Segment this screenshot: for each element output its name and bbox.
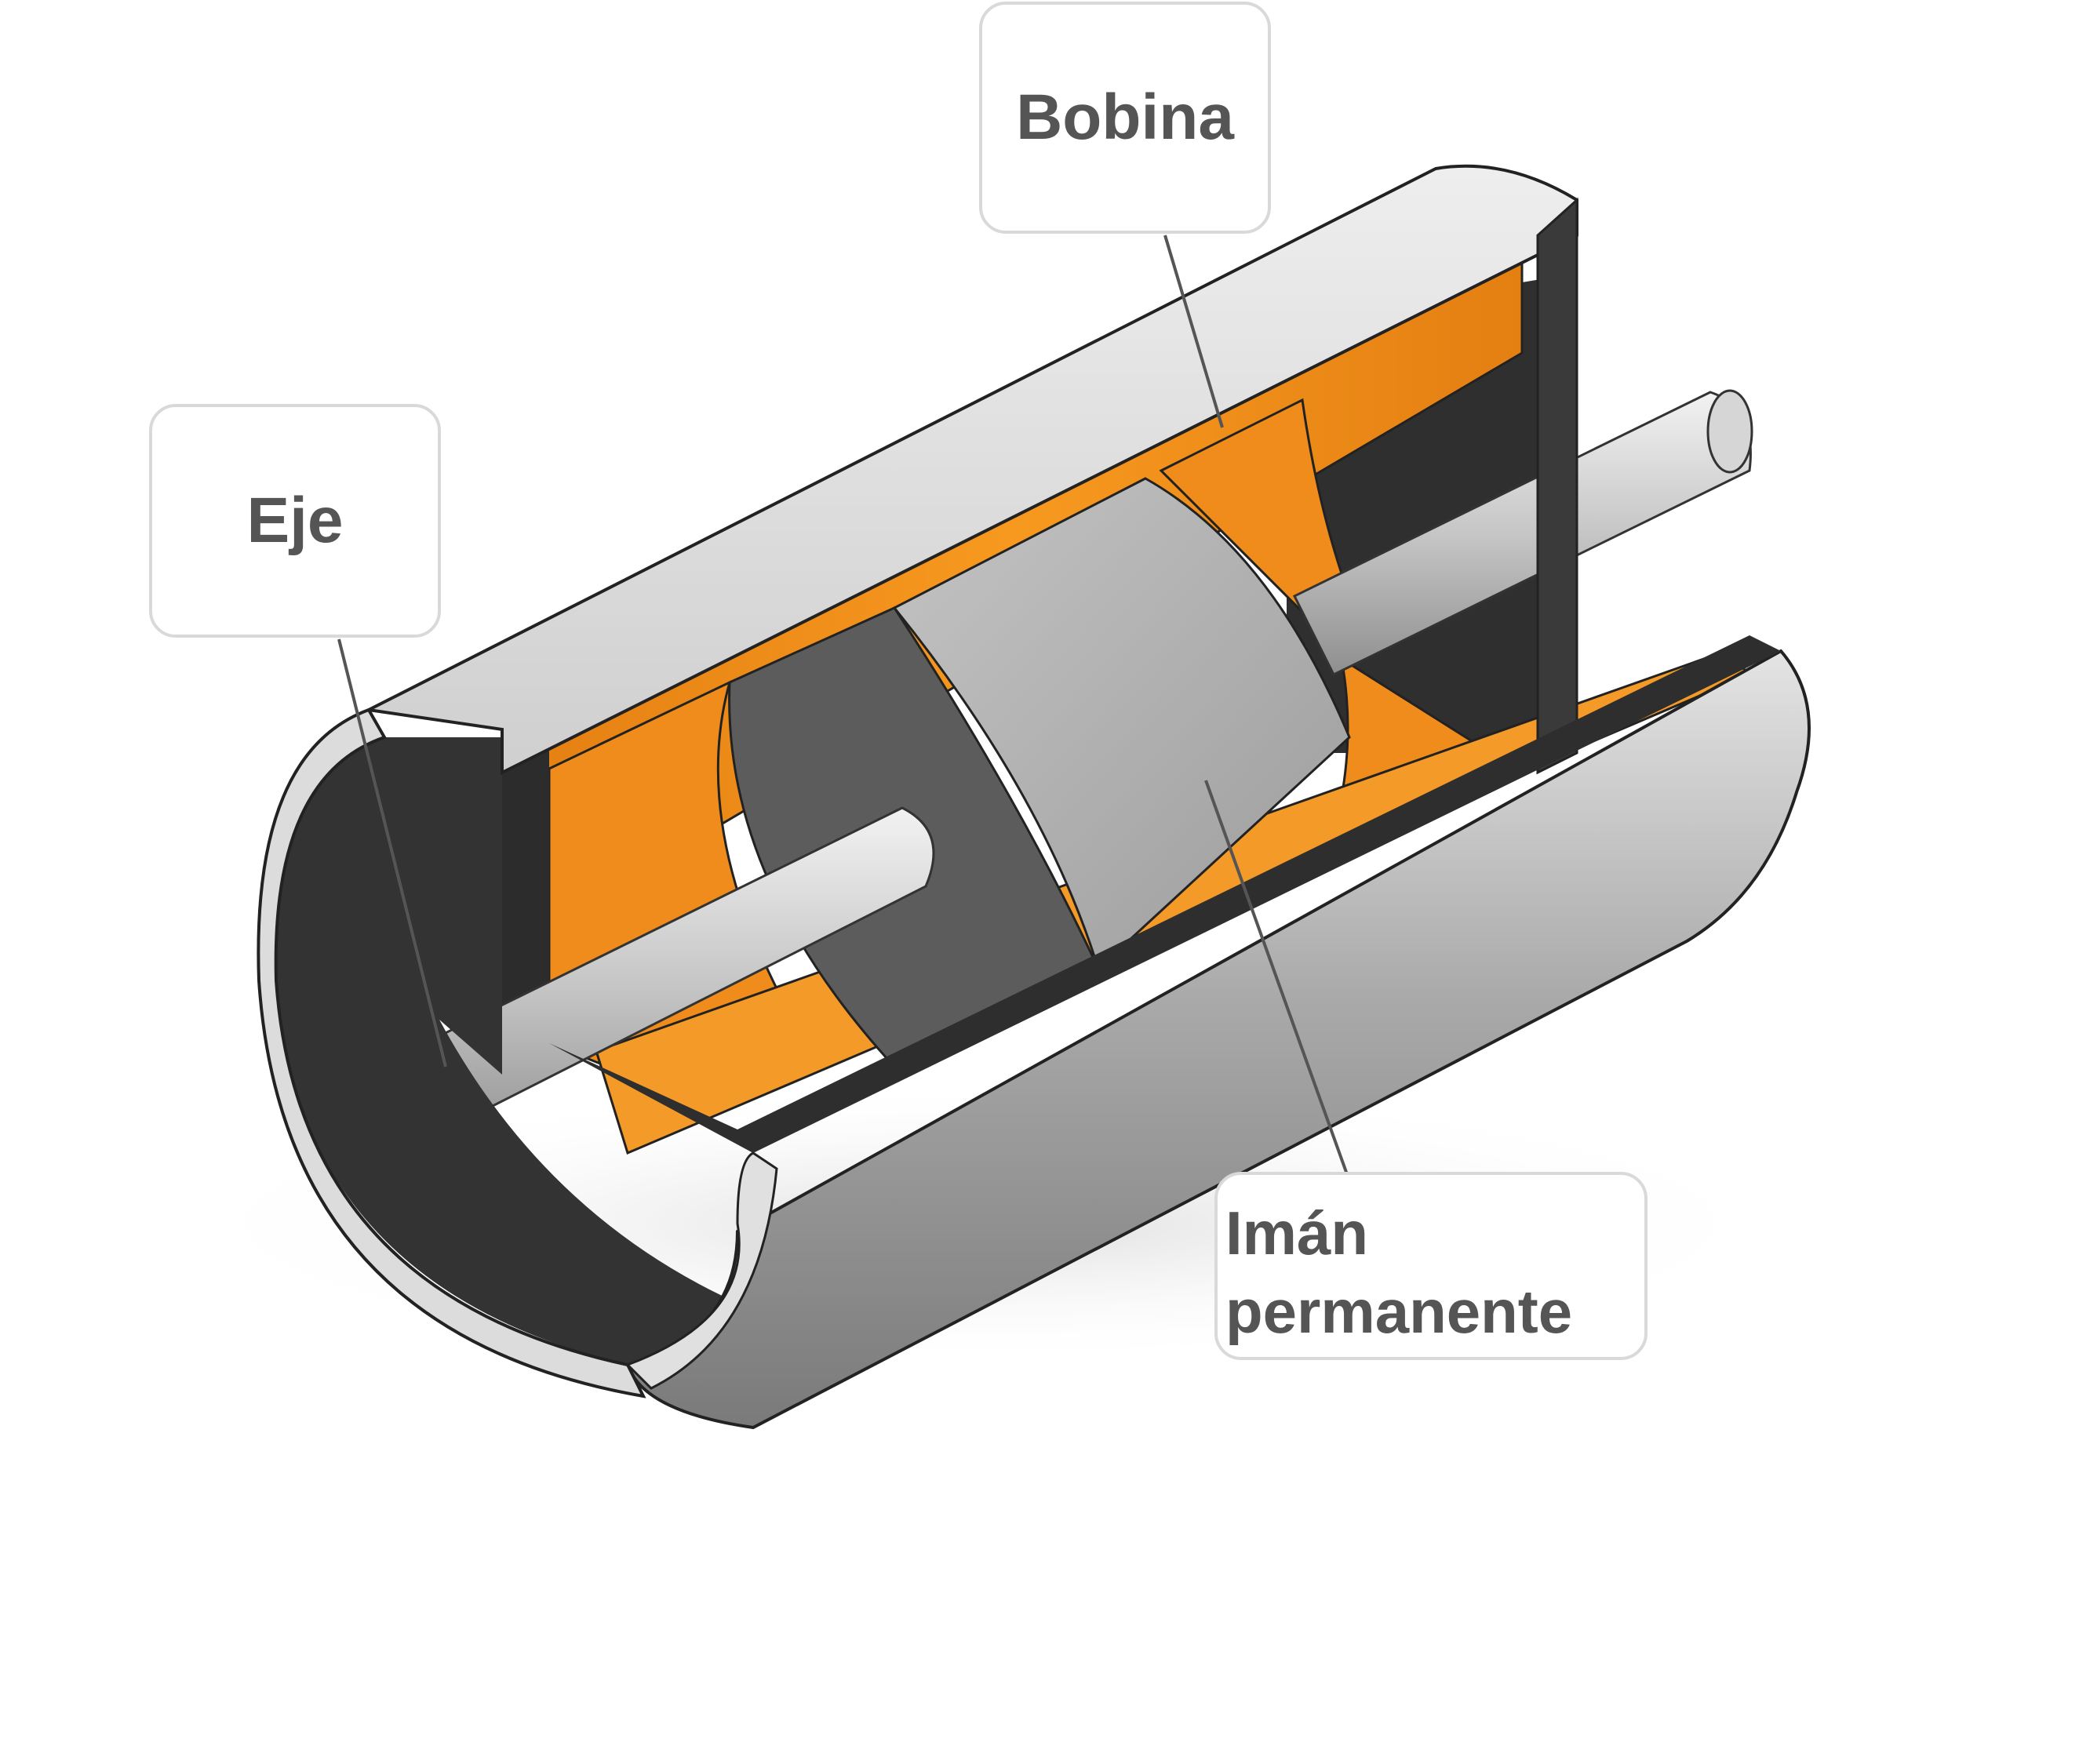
- leader-line-iman: [1204, 780, 1349, 1177]
- label-eje-text: Eje: [246, 485, 344, 556]
- label-bobina-text: Bobina: [1016, 82, 1234, 153]
- label-eje: Eje: [149, 404, 441, 638]
- shaft-left: [343, 806, 935, 1163]
- left-end-interior: [502, 714, 549, 1075]
- left-end-ring: [257, 707, 646, 1398]
- shaft-right-end: [1706, 389, 1753, 474]
- label-iman-line1: Imán: [1225, 1198, 1369, 1268]
- housing-front-inner-edge: [549, 635, 1781, 1153]
- leader-line-eje: [337, 638, 447, 1067]
- leader-line-bobina: [1163, 235, 1224, 428]
- label-iman-line2: permanente: [1225, 1277, 1573, 1346]
- left-end-face: [274, 737, 753, 1365]
- label-bobina: Bobina: [979, 2, 1271, 234]
- label-iman-permanente: Imán permanente: [1214, 1172, 1648, 1360]
- housing-front-rim: [625, 1151, 778, 1390]
- housing-top-edge: [1536, 197, 1578, 775]
